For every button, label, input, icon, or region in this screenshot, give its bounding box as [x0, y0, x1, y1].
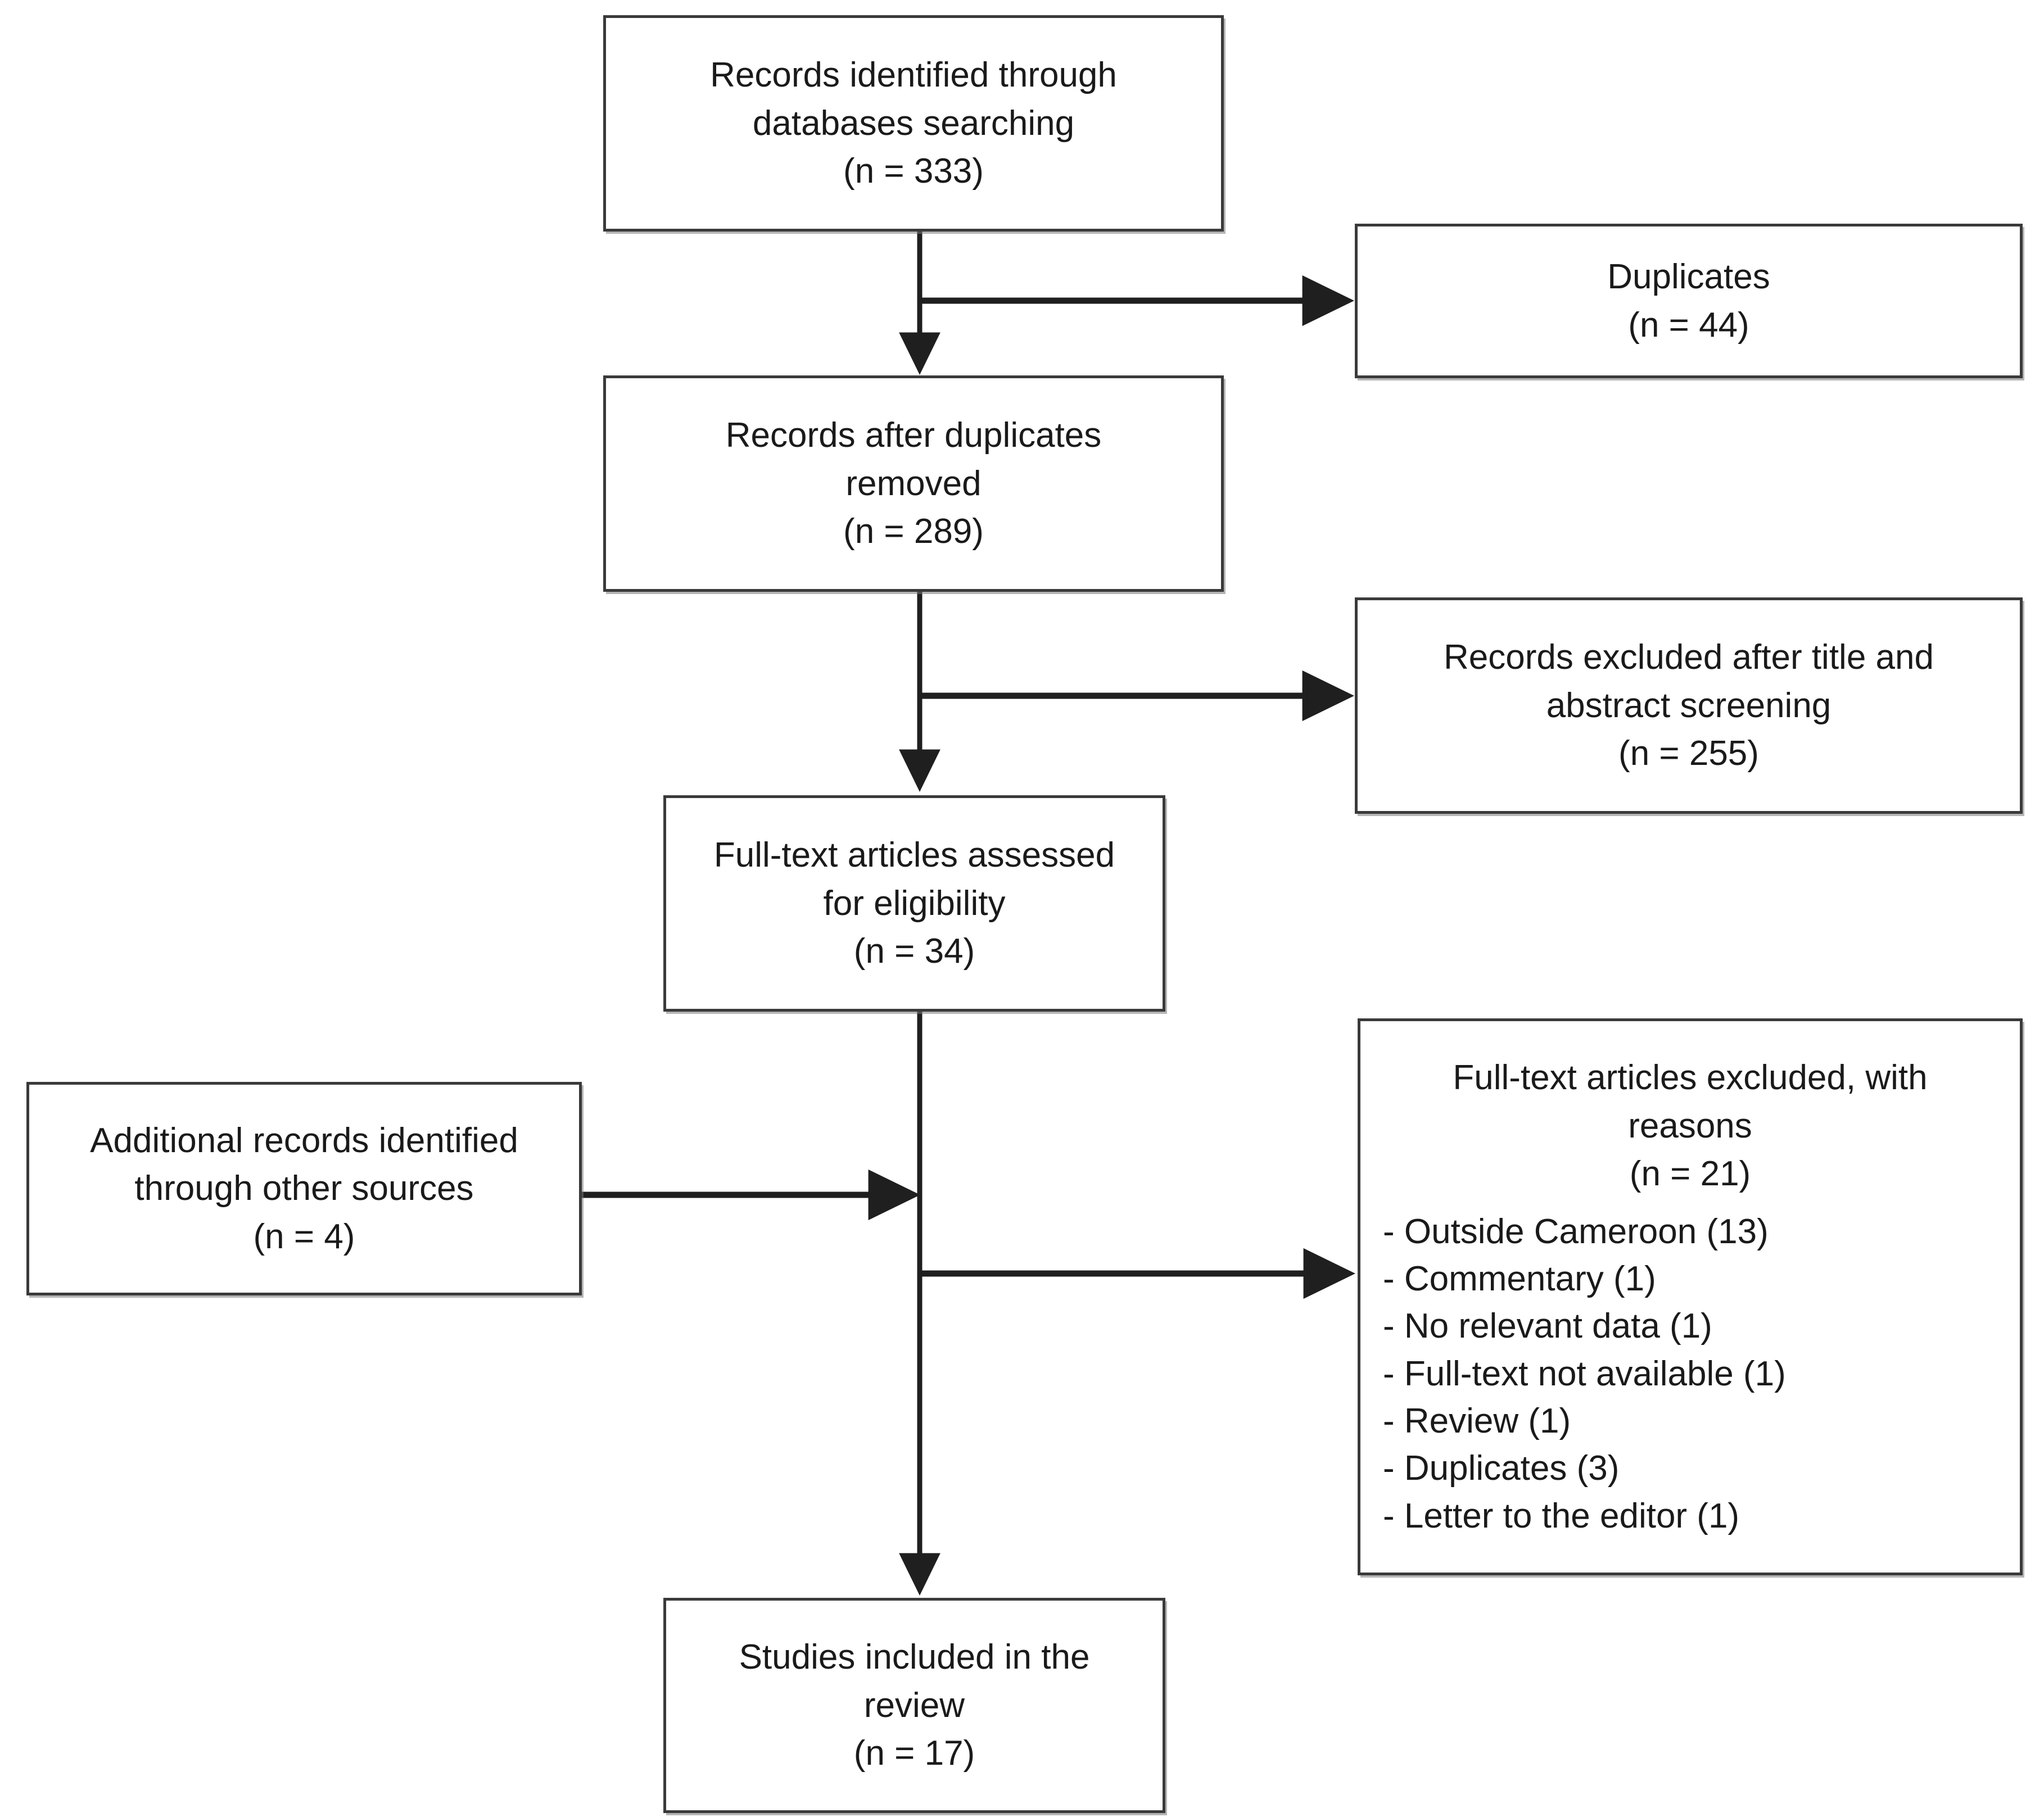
exclusion-reason-item: - Commentary (1) — [1383, 1259, 1656, 1298]
exclusion-reason-item: - Outside Cameroon (13) — [1383, 1212, 1769, 1251]
exclusion-reason-item: - Letter to the editor (1) — [1383, 1496, 1740, 1535]
records-identified-line-2: databases searching — [752, 103, 1075, 143]
box-records-excluded-screening[interactable]: Records excluded after title and abstrac… — [1355, 597, 2023, 814]
fulltext-excluded-heading: Full-text articles excluded, with reason… — [1360, 1054, 2020, 1198]
studies-included-count: (n = 17) — [853, 1734, 975, 1773]
after-duplicates-count: (n = 289) — [843, 512, 984, 551]
exclusion-reason-list: - Outside Cameroon (13) - Commentary (1)… — [1360, 1208, 2020, 1540]
fulltext-excluded-count: (n = 21) — [1629, 1154, 1751, 1194]
duplicates-count: (n = 44) — [1628, 305, 1749, 345]
box-records-identified[interactable]: Records identified through databases sea… — [603, 15, 1224, 232]
after-duplicates-line-1: Records after duplicates — [725, 416, 1102, 455]
studies-included-line-1: Studies included in the — [739, 1638, 1090, 1677]
additional-records-line-2: through other sources — [134, 1169, 474, 1208]
box-additional-records[interactable]: Additional records identified through ot… — [26, 1082, 582, 1295]
excluded-screening-line-1: Records excluded after title and — [1444, 638, 1934, 677]
additional-records-line-1: Additional records identified — [90, 1121, 518, 1160]
exclusion-reason-item: - Review (1) — [1383, 1401, 1571, 1440]
box-duplicates[interactable]: Duplicates (n = 44) — [1355, 224, 2023, 378]
records-identified-count: (n = 333) — [843, 152, 984, 191]
fulltext-excluded-line-1: Full-text articles excluded, with — [1453, 1058, 1928, 1097]
box-records-after-duplicates[interactable]: Records after duplicates removed (n = 28… — [603, 375, 1224, 592]
exclusion-reason-item: - No relevant data (1) — [1383, 1307, 1712, 1346]
duplicates-line-1: Duplicates — [1607, 257, 1770, 296]
fulltext-assessed-line-1: Full-text articles assessed — [713, 836, 1115, 875]
additional-records-count: (n = 4) — [253, 1217, 355, 1256]
exclusion-reason-item: - Full-text not available (1) — [1383, 1354, 1786, 1393]
box-studies-included[interactable]: Studies included in the review (n = 17) — [663, 1598, 1165, 1813]
fulltext-assessed-line-2: for eligibility — [823, 883, 1006, 923]
box-fulltext-excluded-reasons[interactable]: Full-text articles excluded, with reason… — [1358, 1018, 2023, 1575]
excluded-screening-count: (n = 255) — [1618, 734, 1759, 773]
box-fulltext-assessed[interactable]: Full-text articles assessed for eligibil… — [663, 795, 1165, 1012]
studies-included-line-2: review — [863, 1685, 965, 1725]
excluded-screening-line-2: abstract screening — [1546, 686, 1832, 725]
exclusion-reason-item: - Duplicates (3) — [1383, 1449, 1620, 1488]
fulltext-excluded-line-2: reasons — [1628, 1106, 1752, 1145]
fulltext-assessed-count: (n = 34) — [853, 932, 975, 971]
after-duplicates-line-2: removed — [845, 464, 982, 503]
records-identified-line-1: Records identified through — [710, 56, 1117, 95]
